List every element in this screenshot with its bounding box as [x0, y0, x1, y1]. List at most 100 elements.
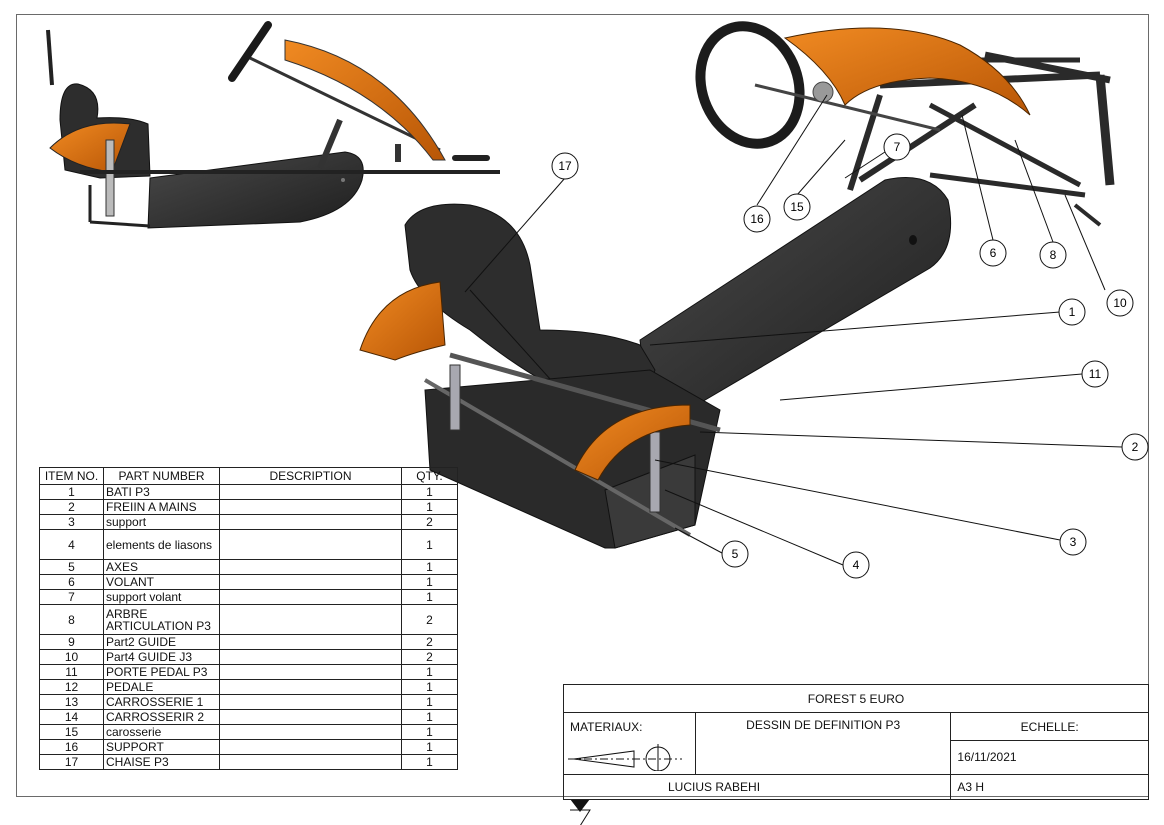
title-block: FOREST 5 EURO MATERIAUX: DESSIN DE DEFIN… [562, 684, 1149, 800]
bom-part-number: FREIIN A MAINS [103, 499, 220, 515]
bom-part-number: BATI P3 [103, 484, 220, 500]
callout-5: 5 [732, 547, 739, 561]
bom-description [219, 724, 402, 740]
bom-item-number: 15 [39, 724, 104, 740]
callouts [464, 94, 1123, 566]
drawing-date: 16/11/2021 [950, 740, 1149, 775]
echelle-label: ECHELLE: [950, 712, 1149, 741]
bom-quantity: 1 [401, 574, 458, 590]
bom-quantity: 1 [401, 484, 458, 500]
project-title: FOREST 5 EURO [563, 684, 1149, 713]
bom-quantity: 1 [401, 664, 458, 680]
bom-item-number: 1 [39, 484, 104, 500]
callout-7: 7 [894, 140, 901, 154]
bom-part-number: VOLANT [103, 574, 220, 590]
bom-item-number: 10 [39, 649, 104, 665]
bom-quantity: 2 [401, 514, 458, 530]
bom-quantity: 1 [401, 499, 458, 515]
bom-description [219, 514, 402, 530]
isometric-view [359, 21, 1115, 549]
callout-16: 16 [750, 212, 764, 226]
bom-item-number: 12 [39, 679, 104, 695]
bom-quantity: 2 [401, 649, 458, 665]
bom-header-qty: QTY. [401, 467, 458, 485]
bom-part-number: PORTE PEDAL P3 [103, 664, 220, 680]
bom-description [219, 649, 402, 665]
bom-part-number: carosserie [103, 724, 220, 740]
bom-quantity: 1 [401, 709, 458, 725]
bom-part-number: support volant [103, 589, 220, 605]
bom-item-number: 14 [39, 709, 104, 725]
callout-17: 17 [558, 159, 572, 173]
callout-4: 4 [853, 558, 860, 572]
bom-item-number: 2 [39, 499, 104, 515]
bom-item-number: 4 [39, 529, 104, 560]
bom-header-row: ITEM NO. PART NUMBER DESCRIPTION QTY. [39, 467, 458, 485]
bom-description [219, 604, 402, 635]
bom-quantity: 1 [401, 679, 458, 695]
bom-quantity: 2 [401, 604, 458, 635]
bom-header-item: ITEM NO. [39, 467, 104, 485]
bom-item-number: 6 [39, 574, 104, 590]
bom-description [219, 664, 402, 680]
bom-item-number: 17 [39, 754, 104, 770]
callout-11: 11 [1089, 367, 1102, 381]
bom-description [219, 574, 402, 590]
callout-8: 8 [1050, 248, 1057, 262]
bom-part-number: CHAISE P3 [103, 754, 220, 770]
projection-symbol-icon [563, 740, 696, 775]
bom-quantity: 1 [401, 589, 458, 605]
callout-1: 1 [1069, 305, 1076, 319]
bom-item-number: 8 [39, 604, 104, 635]
bom-description [219, 499, 402, 515]
bom-quantity: 1 [401, 754, 458, 770]
bom-description [219, 754, 402, 770]
bom-header-description: DESCRIPTION [219, 467, 402, 485]
bom-item-number: 5 [39, 559, 104, 575]
bom-description [219, 589, 402, 605]
bom-part-number: PEDALE [103, 679, 220, 695]
bom-part-number: Part4 GUIDE J3 [103, 649, 220, 665]
bom-description [219, 529, 402, 560]
bom-description [219, 484, 402, 500]
side-view [46, 21, 500, 229]
projection-marker-icon [570, 799, 591, 825]
drawing-title: DESSIN DE DEFINITION P3 [694, 712, 952, 775]
callout-3: 3 [1070, 535, 1077, 549]
bom-quantity: 1 [401, 559, 458, 575]
bom-item-number: 7 [39, 589, 104, 605]
sheet-format: A3 H [950, 773, 1149, 800]
callout-10: 10 [1113, 296, 1127, 310]
bom-description [219, 679, 402, 695]
bom-description [219, 559, 402, 575]
callout-2: 2 [1132, 440, 1139, 454]
bom-description [219, 739, 402, 755]
bom-description [219, 634, 402, 650]
bom-description [219, 709, 402, 725]
materiaux-label: MATERIAUX: [563, 712, 696, 741]
bom-quantity: 2 [401, 634, 458, 650]
callout-15: 15 [790, 200, 804, 214]
bom-header-part: PART NUMBER [103, 467, 220, 485]
bom-quantity: 1 [401, 694, 458, 710]
